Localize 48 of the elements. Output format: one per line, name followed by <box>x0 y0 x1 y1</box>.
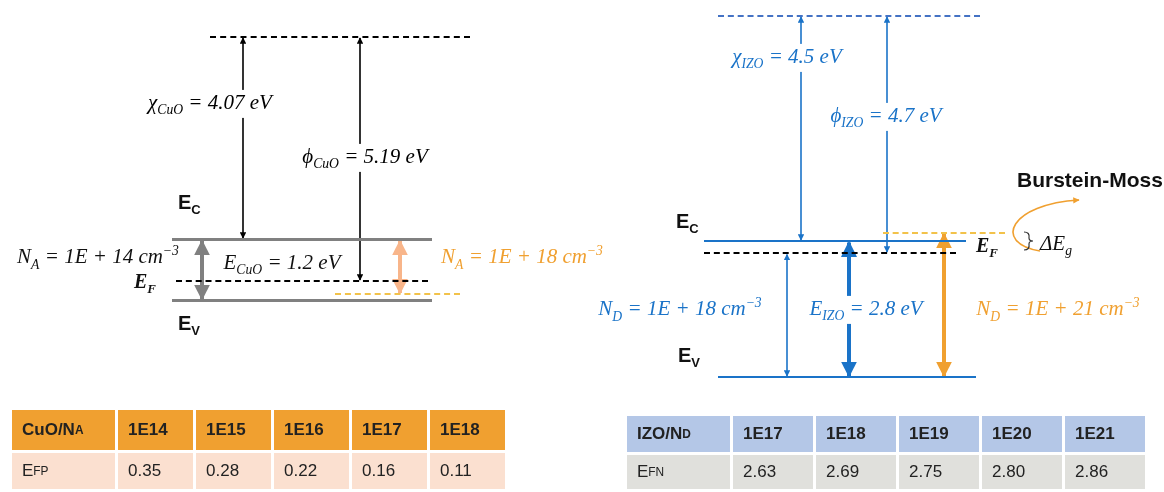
edge-label: χ$_{IZO}$ = 4.5 eV <box>730 43 844 73</box>
dashed-energy-level <box>718 15 980 17</box>
header-cell: 1E15 <box>196 410 271 450</box>
header-cell: 1E20 <box>982 416 1062 452</box>
edge-label: ϕ$_{IZO}$ = 4.7 eV <box>828 102 944 132</box>
table-cell: 2.75 <box>899 455 979 489</box>
header-cell: 1E17 <box>352 410 427 450</box>
double-arrow <box>936 232 952 378</box>
edge-label: N$_{D}$ = 1E + 18 cm$^{−3}$ <box>597 295 763 325</box>
double-arrow <box>883 16 891 253</box>
dashed-energy-level <box>883 232 1005 234</box>
double-arrow <box>783 253 791 377</box>
band-gap-shift-label: ΔE$_{g}$ <box>1040 231 1072 260</box>
header-cell: 1E21 <box>1065 416 1145 452</box>
table-cell: 2.80 <box>982 455 1062 489</box>
energy-level-label: E$_{C}$ <box>676 210 699 236</box>
double-arrow <box>392 239 408 295</box>
dashed-energy-level <box>210 36 470 38</box>
energy-level-label: E$_{F}$ <box>134 270 156 297</box>
table-cell: 0.22 <box>274 453 349 489</box>
header-cell: 1E19 <box>899 416 979 452</box>
table-cell: 0.28 <box>196 453 271 489</box>
table-cell: 0.11 <box>430 453 505 489</box>
edge-label: χ$_{CuO}$ = 4.07 eV <box>146 89 274 119</box>
dashed-energy-level <box>335 293 460 295</box>
edge-label: N$_{A}$ = 1E + 18 cm$^{−3}$ <box>440 243 604 273</box>
edge-label: ϕ$_{CuO}$ = 5.19 eV <box>300 143 430 173</box>
header-cell: 1E14 <box>118 410 193 450</box>
table-cell: 0.35 <box>118 453 193 489</box>
energy-level-label: E$_{C}$ <box>178 191 201 217</box>
header-cell: 1E16 <box>274 410 349 450</box>
header-cell: 1E18 <box>430 410 505 450</box>
energy-level-label: E$_{V}$ <box>178 312 200 338</box>
edge-label: N$_{D}$ = 1E + 21 cm$^{−3}$ <box>975 295 1141 325</box>
energy-level-label: E$_{V}$ <box>678 344 700 370</box>
table-cell: 2.63 <box>733 455 813 489</box>
table-cell: 0.16 <box>352 453 427 489</box>
doping-label: N$_{A}$ = 1E + 14 cm$^{−3}$ <box>16 243 180 273</box>
table-cell: 2.86 <box>1065 455 1145 489</box>
effect-label: Burstein-Moss <box>1017 168 1163 192</box>
header-cell: 1E18 <box>816 416 896 452</box>
edge-label: E$_{IZO}$ = 2.8 eV <box>807 295 925 325</box>
energy-level-label: E$_{F}$ <box>976 234 998 261</box>
edge-label: E$_{CuO}$ = 1.2 eV <box>222 249 343 279</box>
double-arrow <box>1012 197 1080 252</box>
table-cell: 2.69 <box>816 455 896 489</box>
header-cell: 1E17 <box>733 416 813 452</box>
double-arrow <box>194 239 210 301</box>
